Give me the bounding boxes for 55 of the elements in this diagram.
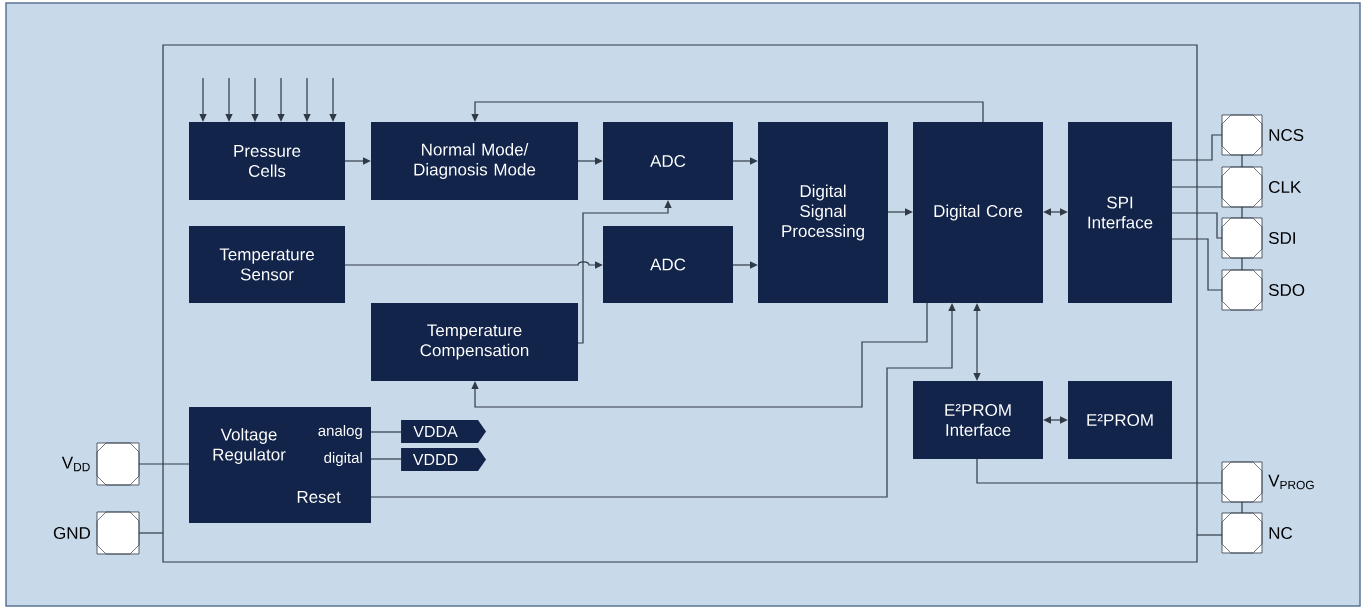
arrow xyxy=(887,208,913,216)
connector-line xyxy=(1171,212,1223,239)
block-box: ADC xyxy=(603,122,733,200)
pin-label: NC xyxy=(1269,526,1293,539)
arrow xyxy=(199,77,207,122)
block-box: Normal Mode/ Diagnosis Mode xyxy=(371,122,578,200)
arrow xyxy=(370,303,956,498)
connector-line xyxy=(138,463,190,465)
connector-line xyxy=(1241,257,1243,271)
arrow xyxy=(303,77,311,122)
block-box: Digital Signal Processing xyxy=(758,122,888,303)
block-box: Digital Core xyxy=(913,122,1043,303)
connector-line xyxy=(1241,501,1243,514)
connector-line xyxy=(1196,534,1223,536)
pin-label: NCS xyxy=(1269,129,1304,141)
arrow xyxy=(344,261,603,269)
connector-line xyxy=(138,532,164,534)
block-box: E²PROM Interface xyxy=(913,381,1043,459)
arrow xyxy=(225,77,233,122)
block-box: Pressure Cells xyxy=(189,122,345,200)
connector-line xyxy=(1241,154,1243,168)
connector-line xyxy=(1241,206,1243,219)
pin-label: GND xyxy=(53,526,90,539)
block-box: Temperature Compensation xyxy=(371,303,578,381)
arrow xyxy=(1043,416,1068,424)
connector-line xyxy=(1171,134,1223,161)
pin-label: CLK xyxy=(1269,181,1302,193)
block-box: Temperature Sensor xyxy=(189,226,345,303)
connector-line xyxy=(1171,186,1223,188)
arrow xyxy=(344,157,371,165)
arrow xyxy=(471,101,984,123)
arrow xyxy=(732,261,758,269)
connector-line xyxy=(370,431,402,433)
arrow xyxy=(329,77,337,122)
connector-line xyxy=(370,458,402,460)
pin-label: V$_{PROG}$ xyxy=(1268,474,1314,490)
arrow xyxy=(277,77,285,122)
pin-label: SDO xyxy=(1268,284,1305,296)
connector-line xyxy=(1171,238,1223,291)
supply-flag: VDDD xyxy=(401,448,487,471)
arrow xyxy=(577,200,672,344)
block-box: SPI Interface xyxy=(1068,122,1172,303)
arrow xyxy=(973,303,981,381)
block-box: ADC xyxy=(603,226,733,303)
connector-line xyxy=(976,458,1223,484)
arrow xyxy=(1043,208,1068,216)
arrow xyxy=(577,157,603,165)
pin-label: SDI xyxy=(1268,232,1295,244)
arrow xyxy=(251,77,259,122)
regulator-box: Voltage Regulator analog digital Reset xyxy=(189,407,371,523)
chip-outline xyxy=(162,44,1198,563)
arrow xyxy=(471,302,928,408)
block-box: E²PROM xyxy=(1068,381,1172,459)
arrow xyxy=(732,157,758,165)
pin-label: V$_{DD}$ xyxy=(61,456,90,472)
